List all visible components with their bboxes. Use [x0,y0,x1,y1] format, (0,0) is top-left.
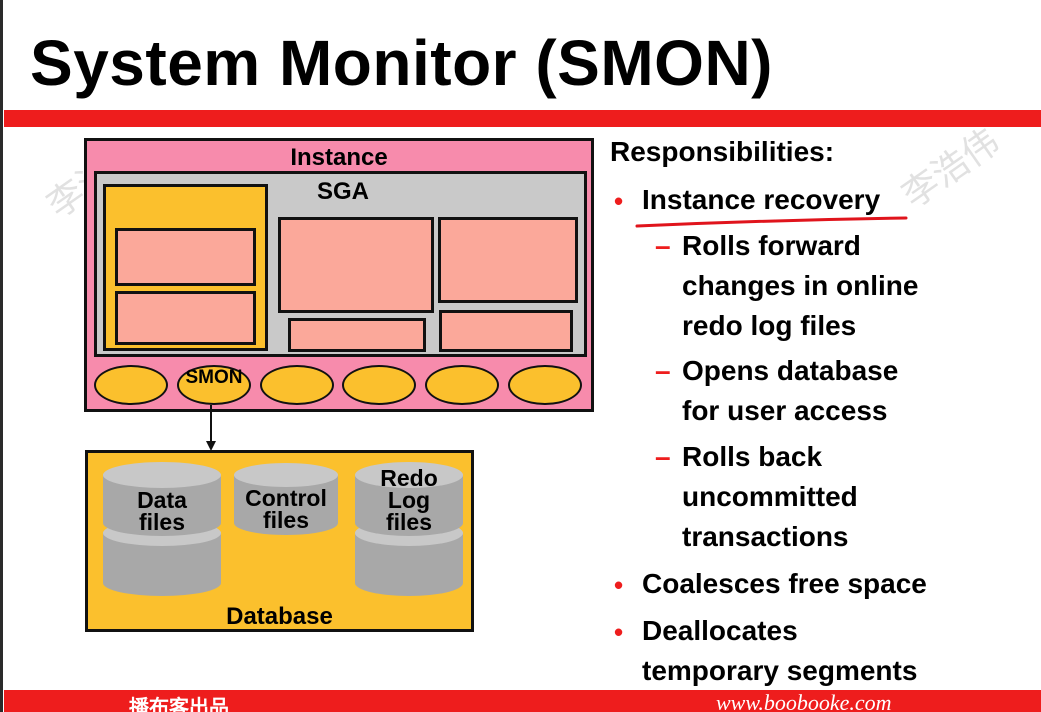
control-files-cylinder [234,463,338,535]
memory-buffer [439,310,573,352]
sub-item-rolls-back: Rolls back uncommitted transactions [682,437,858,557]
sub-dash: – [655,230,671,261]
instance-recovery-item: Instance recovery [642,184,881,215]
instance-label: Instance [290,144,388,171]
sub-dash: – [655,355,671,386]
sub-item-line: changes in online [682,270,919,301]
underline-annotation [635,216,908,228]
window-left-edge [0,0,3,712]
bullet-dot: • [614,570,624,600]
slide-title: System Monitor (SMON) [30,27,773,99]
redo-log-files-label-line: Redo [380,465,438,491]
sub-item-line: redo log files [682,310,857,341]
footer-brand: 播布客出品 [129,695,229,712]
footer-url: www.boobooke.com [716,690,892,712]
memory-buffer [115,228,256,286]
control-files-label-line: Control [245,485,327,511]
control-files-label: Control files [231,485,341,533]
background-process [425,365,499,405]
background-process [508,365,582,405]
background-process [94,365,168,405]
memory-buffer [278,217,434,313]
deallocates-line: temporary segments [642,655,918,686]
sga-label: SGA [317,178,370,205]
data-files-label: Data files [100,487,224,535]
sub-item-line: Rolls back [682,441,823,472]
coalesces-item: Coalesces free space [642,568,927,599]
footer-bar: 播布客出品 www.boobooke.com [4,690,1041,712]
title-divider-bar [4,110,1041,127]
database-label: Database [226,603,333,630]
database-box: Data files Control files Redo Log files … [85,450,474,632]
sub-item-line: Rolls forward [682,230,861,261]
memory-buffer [115,291,256,345]
watermark: 李浩伟 [895,121,1008,217]
sub-item-rolls-forward: Rolls forward changes in online redo log… [682,226,918,346]
sga-yellow-area [103,184,268,351]
background-process [260,365,334,405]
sub-item-line: transactions [682,521,849,552]
sub-item-opens-database: Opens database for user access [682,351,898,431]
bullet-dot: • [614,617,624,647]
sub-dash: – [655,441,671,472]
redo-log-files-label-line: Log [387,487,431,513]
instance-box: Instance SGA [84,138,594,412]
redo-log-files-cylinder [355,462,463,596]
smon-to-database-arrow [206,405,216,451]
data-files-cylinder [103,462,221,596]
responsibilities-heading: Responsibilities: [610,136,835,167]
redo-log-files-label-line: files [385,509,433,535]
data-files-label-line: Data [137,487,187,513]
deallocates-line: Deallocates [642,615,798,646]
sub-item-line: Opens database [682,355,899,386]
sga-box: SGA [94,171,587,357]
background-process [342,365,416,405]
data-files-label-line: files [138,509,186,535]
sub-item-line: uncommitted [682,481,858,512]
sub-item-line: for user access [682,395,888,426]
memory-buffer [438,217,578,303]
control-files-label-line: files [262,507,310,533]
bullet-dot: • [614,186,624,216]
redo-log-files-label: Redo Log files [352,465,466,535]
memory-buffer [288,318,426,352]
deallocates-item: Deallocates temporary segments [642,611,917,691]
smon-process: SMON [177,365,251,405]
